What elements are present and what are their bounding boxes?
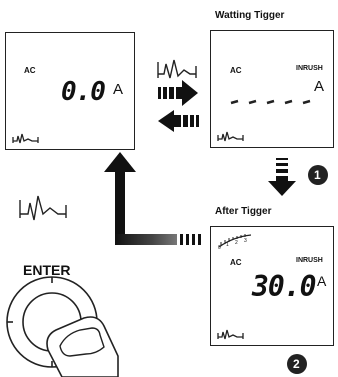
step-2-badge: [287, 354, 307, 374]
waveform-mini-icon: [217, 131, 244, 142]
inrush-tag: INRUSH: [296, 257, 323, 264]
unit-label: A: [314, 78, 325, 95]
reading-value: 0.0: [61, 77, 106, 107]
mode-label: AC: [230, 258, 242, 267]
right-arrow-icon: [158, 80, 198, 106]
scale-tick-3: 3: [244, 238, 247, 244]
meter-display-left: AC 0.0 A: [5, 32, 135, 150]
scale-tick-1: 1: [226, 242, 229, 248]
l-shaped-arrow-icon: [104, 152, 201, 245]
inrush-waveform-large-icon: [19, 195, 67, 221]
step-1-badge: [308, 165, 328, 185]
meter-display-after: 0 1 2 3 AC INRUSH 30.0 A: [210, 226, 334, 346]
inrush-waveform-icon: [157, 59, 197, 79]
reading-value: 30.0: [252, 270, 316, 303]
mode-label: AC: [24, 66, 36, 75]
unit-label: A: [317, 273, 327, 289]
waiting-dashes: [230, 99, 311, 105]
unit-label: A: [113, 81, 124, 98]
inrush-tag: INRUSH: [296, 65, 323, 72]
mode-label: AC: [230, 66, 242, 75]
waveform-mini-icon: [12, 133, 39, 144]
finger-icon: [46, 316, 119, 377]
waveform-mini-icon: [217, 329, 244, 340]
waiting-trigger-heading: Watting Tigger: [215, 10, 285, 21]
left-arrow-icon: [158, 110, 199, 132]
down-arrow-icon: [268, 158, 296, 196]
step-2-number: 2: [293, 357, 300, 371]
bargraph-scale-icon: [218, 234, 252, 248]
after-trigger-heading: After Tigger: [215, 206, 272, 217]
enter-label: ENTER: [23, 262, 71, 278]
meter-display-waiting: AC INRUSH A: [210, 30, 334, 148]
scale-tick-0: 0: [218, 245, 221, 251]
step-1-number: 1: [314, 168, 321, 182]
scale-tick-2: 2: [235, 240, 238, 246]
